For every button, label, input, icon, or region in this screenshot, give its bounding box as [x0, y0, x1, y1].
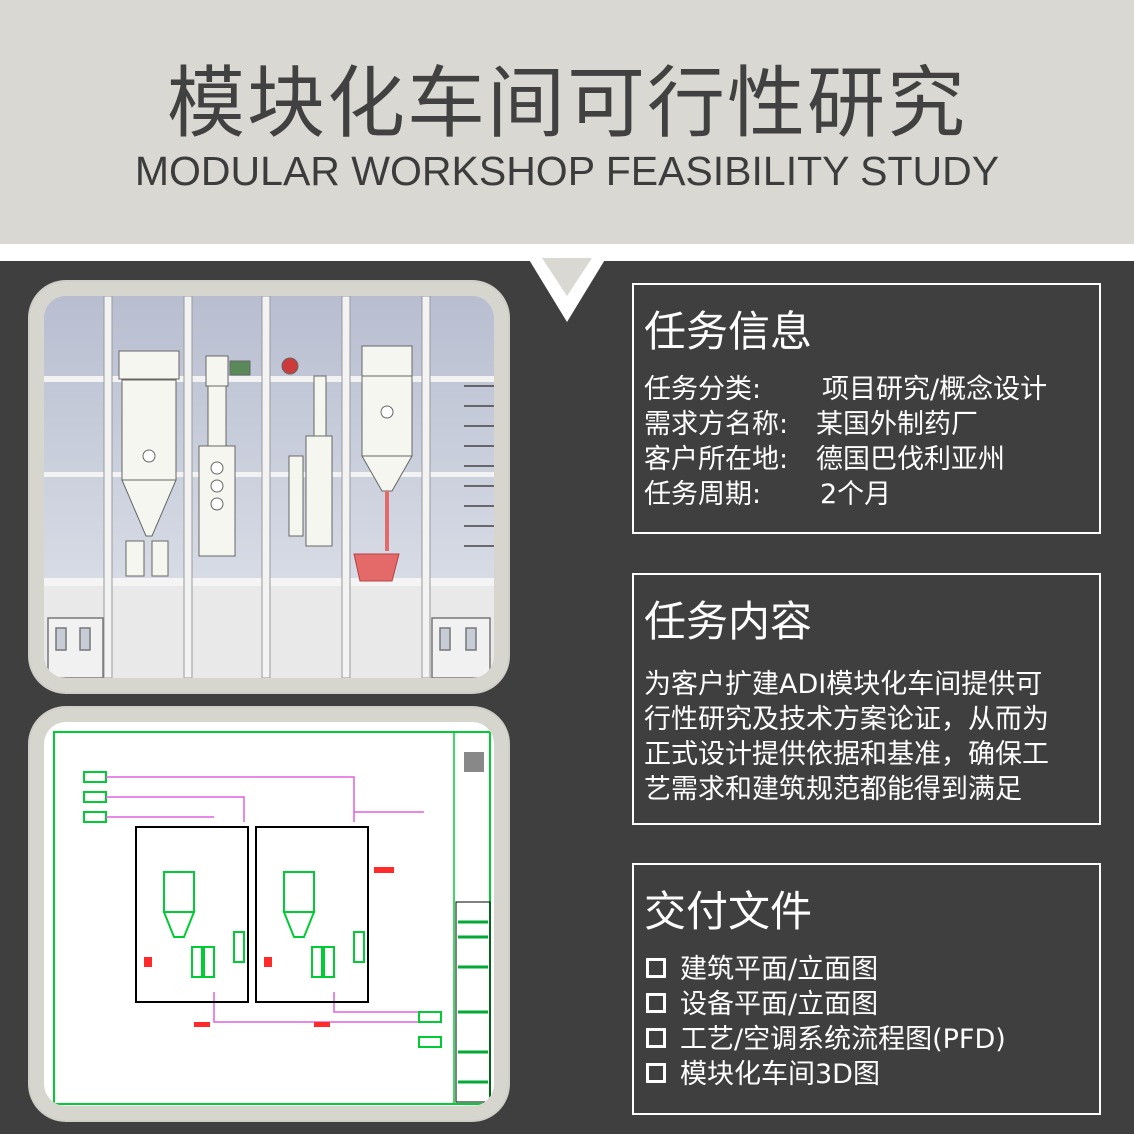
- task-info-panel: 任务信息 任务分类: 项目研究/概念设计 需求方名称: 某国外制药厂 客户所在地…: [632, 283, 1101, 534]
- header-banner: 模块化车间可行性研究 MODULAR WORKSHOP FEASIBILITY …: [0, 0, 1134, 244]
- deliverables-panel: 交付文件 建筑平面/立面图 设备平面/立面图 工艺/空调系统流程图(PFD) 模…: [632, 863, 1101, 1115]
- info-row-duration: 任务周期: 2个月: [644, 478, 891, 512]
- content-line: 艺需求和建筑规范都能得到满足: [644, 774, 1022, 805]
- deliverable-item: 建筑平面/立面图: [646, 953, 878, 987]
- cad-drawing-icon: [53, 731, 491, 1105]
- speech-notch-icon: [528, 258, 606, 322]
- deliverable-item: 设备平面/立面图: [646, 988, 878, 1022]
- content-line: 为客户扩建ADI模块化车间提供可: [644, 669, 1043, 700]
- info-value: 项目研究/概念设计: [822, 374, 1048, 405]
- info-label: 任务周期:: [644, 479, 762, 510]
- deliverable-label: 模块化车间3D图: [680, 1059, 880, 1090]
- rendering-image-frame: [30, 282, 508, 692]
- info-value: 某国外制药厂: [816, 409, 978, 440]
- content-line: 行性研究及技术方案论证，从而为: [644, 704, 1049, 735]
- divider-band: [0, 244, 1134, 261]
- deliverable-item: 模块化车间3D图: [646, 1058, 880, 1092]
- info-value: 德国巴伐利亚州: [816, 444, 1005, 475]
- task-content-text: 为客户扩建ADI模块化车间提供可 行性研究及技术方案论证，从而为 正式设计提供依…: [644, 667, 1089, 807]
- deliverable-label: 建筑平面/立面图: [680, 954, 879, 985]
- deliverables-heading: 交付文件: [644, 887, 813, 936]
- 3d-rendering-icon: [44, 296, 494, 678]
- info-row-category: 任务分类: 项目研究/概念设计: [644, 373, 1047, 407]
- content-line: 正式设计提供依据和基准，确保工: [644, 739, 1049, 770]
- cad-image-frame: [30, 708, 508, 1120]
- info-row-client: 需求方名称: 某国外制药厂: [644, 408, 978, 442]
- task-info-heading: 任务信息: [644, 307, 813, 356]
- info-label: 需求方名称:: [644, 409, 789, 440]
- task-content-heading: 任务内容: [644, 597, 813, 646]
- checkbox-icon: [646, 957, 666, 978]
- checkbox-icon: [646, 1027, 666, 1048]
- info-label: 任务分类:: [644, 374, 762, 405]
- deliverable-label: 工艺/空调系统流程图(PFD): [680, 1024, 1006, 1055]
- checkbox-icon: [646, 992, 666, 1013]
- checkbox-icon: [646, 1062, 666, 1083]
- info-label: 客户所在地:: [644, 444, 789, 475]
- page-subtitle: MODULAR WORKSHOP FEASIBILITY STUDY: [134, 148, 1000, 194]
- deliverable-label: 设备平面/立面图: [680, 989, 879, 1020]
- info-row-location: 客户所在地: 德国巴伐利亚州: [644, 443, 1005, 477]
- info-value: 2个月: [820, 479, 892, 510]
- deliverable-item: 工艺/空调系统流程图(PFD): [646, 1023, 1006, 1057]
- task-content-panel: 任务内容 为客户扩建ADI模块化车间提供可 行性研究及技术方案论证，从而为 正式…: [632, 573, 1101, 825]
- page-title: 模块化车间可行性研究: [166, 59, 967, 149]
